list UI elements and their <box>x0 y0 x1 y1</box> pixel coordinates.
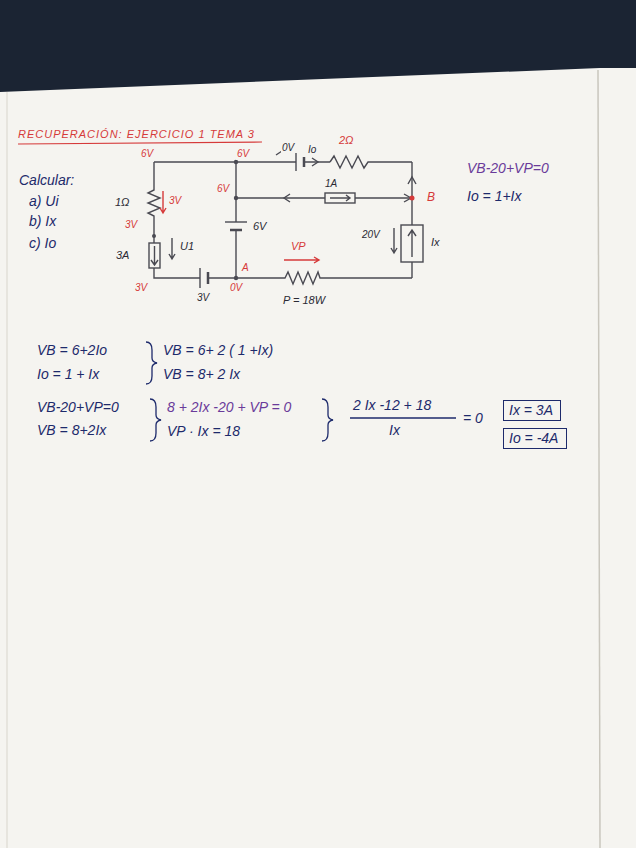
result-box: Ix = 3A <box>503 400 561 421</box>
equation-marks <box>146 342 456 441</box>
equation-text: VB = 8+ 2 Ix <box>162 366 241 382</box>
battery-symbol <box>199 268 200 288</box>
result-text: Ix = 3A <box>509 402 555 419</box>
equation-text: VB = 8+2Ix <box>36 422 107 438</box>
circuit-label: 3V <box>124 219 138 231</box>
circuit-label: Io = 1+Ix <box>466 188 522 204</box>
circuit-label: P = 18W <box>282 294 326 307</box>
current-source-symbol <box>325 193 355 203</box>
circuit-label: Io <box>307 144 317 156</box>
page-title: RECUPERACIÓN: EJERCICIO 1 TEMA 3 <box>18 128 255 140</box>
circuit-label: 0V <box>229 282 243 294</box>
current-source-symbol <box>149 243 160 268</box>
equation-text: 2 Ix -12 + 18 <box>352 397 432 413</box>
current-arrow <box>408 177 416 184</box>
equation-text: VB-20+VP=0 <box>36 399 120 415</box>
circuit-label: 6V <box>216 183 230 195</box>
circuit-label: 1Ω <box>114 196 131 209</box>
voltage-arrow <box>169 238 175 259</box>
circuit-label: 6V <box>252 220 267 233</box>
circuit-label: 6V <box>140 148 154 160</box>
junction-dot <box>152 234 156 238</box>
equation-text: c) Io <box>28 235 57 251</box>
page-edge <box>7 92 8 848</box>
wire <box>154 268 200 278</box>
resistor-symbol <box>148 162 160 243</box>
circuit-wires <box>148 151 423 288</box>
voltage-arrow <box>160 191 166 213</box>
source-arrow <box>330 195 350 201</box>
equation-text: = 0 <box>462 410 484 426</box>
junction-dots <box>152 160 415 280</box>
fraction-bar <box>350 417 456 418</box>
circuit-label: 3V <box>196 292 210 304</box>
page-edge <box>598 70 600 848</box>
circuit-label: VP <box>290 240 307 253</box>
equation-text: VP · Ix = 18 <box>166 423 241 439</box>
equation-text: VB = 6+ 2 ( 1 +Ix) <box>162 342 274 358</box>
circuit-label: 1A <box>324 178 338 190</box>
battery-symbol <box>303 157 306 167</box>
junction-dot <box>234 160 238 164</box>
circuit-label: 20V <box>361 229 381 241</box>
equation-text: b) Ix <box>28 213 57 229</box>
equation-text: Ix <box>388 422 401 438</box>
circuit-label: U1 <box>179 240 195 253</box>
current-arrow <box>284 194 290 202</box>
wire <box>235 162 236 278</box>
circuit-label: 3V <box>134 282 148 294</box>
brace <box>146 342 157 384</box>
source-arrow <box>151 246 158 265</box>
source-arrow <box>408 230 416 257</box>
current-source-symbol <box>401 225 423 262</box>
result-text: Io = -4A <box>509 430 561 447</box>
junction-dot <box>410 196 415 201</box>
brace <box>150 399 161 441</box>
battery-symbol <box>230 229 242 232</box>
circuit-label: B <box>426 191 436 205</box>
circuit-label: 0V <box>281 142 295 154</box>
equation-text: a) Ui <box>28 193 60 209</box>
battery-symbol <box>225 221 247 222</box>
voltage-arrow <box>284 257 319 263</box>
circuit-label: A <box>241 262 250 274</box>
battery-symbol <box>295 153 296 171</box>
wire <box>411 162 412 278</box>
paper-sheet <box>0 68 636 848</box>
circuit-label: 6V <box>236 148 250 160</box>
junction-dot <box>234 276 238 280</box>
voltage-arrow <box>391 228 397 253</box>
equation-text: Io = 1 + Ix <box>36 366 100 382</box>
title-underline <box>18 142 262 144</box>
equation-text: Calcular: <box>18 172 75 188</box>
junction-dot <box>234 196 238 200</box>
equation-text: VB = 6+2Io <box>36 342 108 358</box>
circuit-label: 3A <box>115 249 130 262</box>
circuit-label: Ix <box>430 236 441 249</box>
result-box: Io = -4A <box>503 428 567 449</box>
equation-text: 8 + 2Ix -20 + VP = 0 <box>166 399 292 415</box>
circuit-label: 3V <box>168 195 182 207</box>
wire <box>236 197 410 198</box>
brace <box>322 399 333 441</box>
current-arrow <box>312 158 318 166</box>
resistor-symbol <box>330 156 412 168</box>
circuit-label: 2Ω <box>338 134 355 147</box>
circuit-label: VB-20+VP=0 <box>466 160 550 176</box>
